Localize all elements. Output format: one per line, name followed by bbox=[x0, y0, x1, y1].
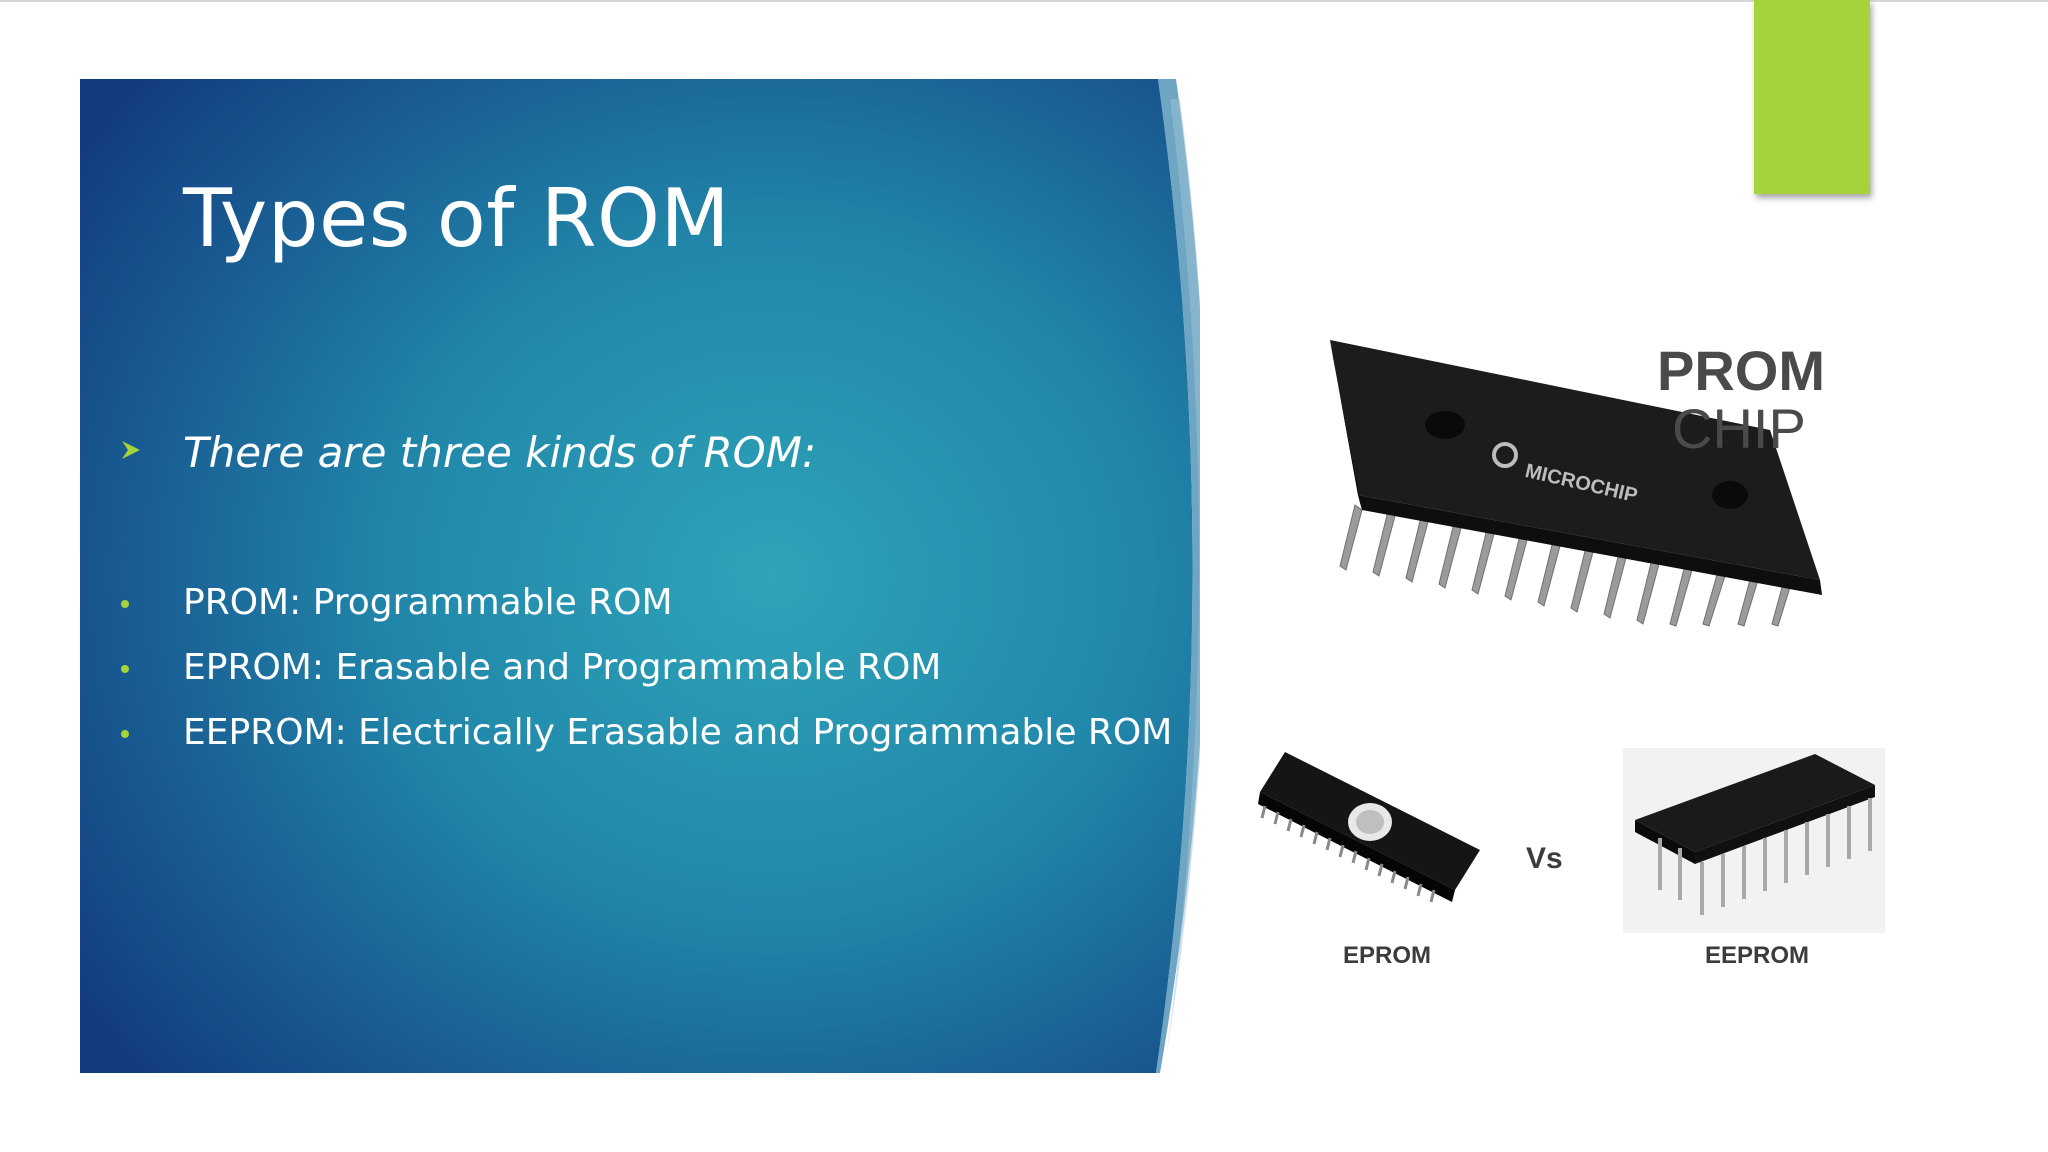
versus-label: Vs bbox=[1526, 842, 1563, 875]
arrow-bullet-shape bbox=[122, 441, 140, 459]
lead-text: There are three kinds of ROM: bbox=[183, 428, 817, 477]
panel-background bbox=[80, 79, 1200, 1073]
eprom-chip-shape bbox=[1258, 752, 1480, 903]
arrow-bullet-icon bbox=[120, 439, 166, 466]
list-item: EPROM: Erasable and Programmable ROM bbox=[120, 635, 1172, 700]
dot-bullet-icon bbox=[120, 592, 183, 614]
eprom-label: EPROM bbox=[1343, 942, 1432, 969]
chip-body-top bbox=[1330, 340, 1820, 580]
top-border bbox=[0, 0, 2048, 2]
list-item: PROM: Programmable ROM bbox=[120, 570, 1172, 635]
list-item: EEPROM: Electrically Erasable and Progra… bbox=[120, 700, 1172, 765]
eprom-vs-eeprom-image: EPROM Vs EEPROM bbox=[1240, 740, 1900, 980]
bullet-text: PROM: Programmable ROM bbox=[183, 582, 673, 623]
prom-caption-line1: PROM bbox=[1657, 339, 1825, 402]
bullet-text: EPROM: Erasable and Programmable ROM bbox=[183, 647, 942, 688]
eeprom-chip-shape bbox=[1635, 754, 1875, 915]
content-panel bbox=[80, 79, 1200, 1073]
bullet-list: PROM: Programmable ROM EPROM: Erasable a… bbox=[120, 570, 1172, 765]
dot-bullet-icon bbox=[120, 722, 183, 744]
lead-bullet: There are three kinds of ROM: bbox=[120, 428, 816, 477]
eeprom-label: EEPROM bbox=[1705, 942, 1810, 969]
slide-title: Types of ROM bbox=[183, 172, 730, 265]
dot-bullet-icon bbox=[120, 657, 183, 679]
prom-chip-image: MICROCHIP PROM CHIP bbox=[1300, 320, 1860, 640]
accent-bar bbox=[1754, 0, 1870, 194]
bullet-text: EEPROM: Electrically Erasable and Progra… bbox=[183, 712, 1173, 753]
prom-caption-line2: CHIP bbox=[1672, 397, 1806, 460]
